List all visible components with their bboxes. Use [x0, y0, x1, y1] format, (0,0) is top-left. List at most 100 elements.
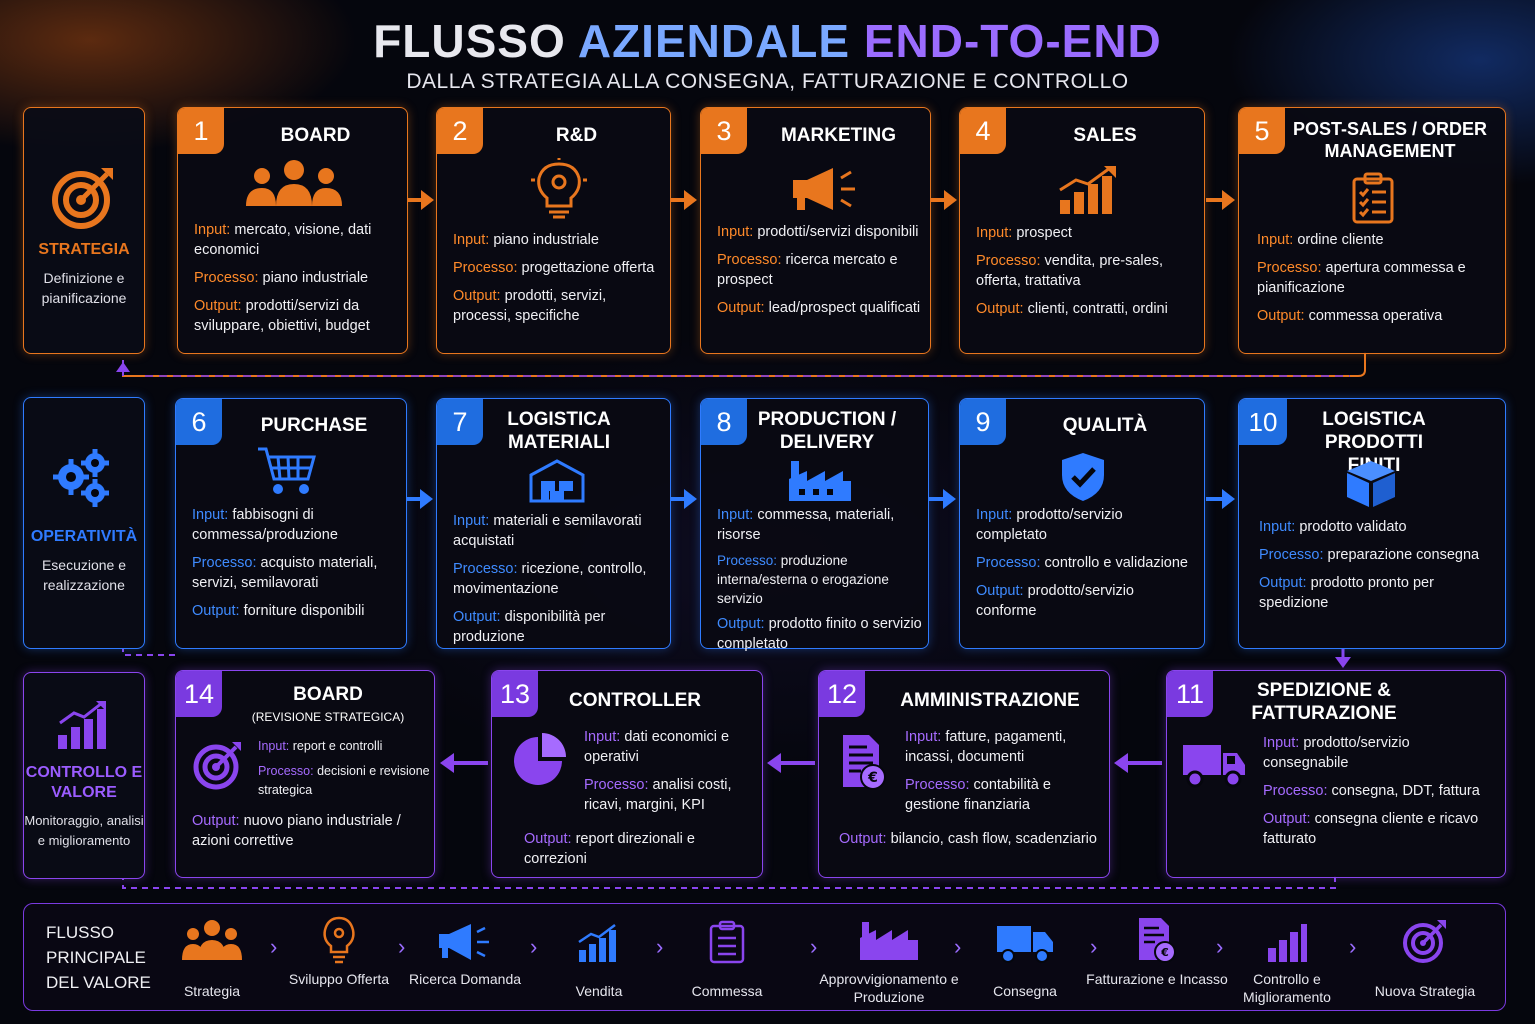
input-key: Input: — [584, 729, 621, 745]
process-value: preparazione consegna — [1327, 547, 1480, 563]
card-title: PURCHASE — [260, 415, 368, 436]
chevron-right-icon: › — [810, 934, 818, 959]
input-key: Input: — [905, 729, 942, 745]
process-value: decisioni e revisione strategica — [258, 764, 430, 797]
bar-chart-icon — [58, 701, 106, 749]
people-group-icon — [246, 160, 342, 206]
target-icon — [52, 168, 113, 229]
chevron-right-icon: › — [1090, 934, 1098, 959]
growth-chart-icon — [1059, 166, 1116, 214]
output-key: Output: — [976, 301, 1024, 317]
output-key: Output: — [192, 813, 240, 829]
output-value: disponibilità per produzione — [453, 609, 606, 645]
input-value: mercato, visione, dati economici — [194, 222, 372, 258]
process-key: Processo: — [453, 561, 518, 577]
card-number: 9 — [960, 399, 1006, 445]
side-desc-strategia: Definizione e pianificazione — [41, 270, 127, 306]
arrow-left-icon — [440, 753, 488, 773]
clipboard-checklist-icon — [709, 920, 745, 964]
card-8-production-delivery: 8 PRODUCTION / DELIVERY Input: commessa,… — [700, 398, 929, 652]
megaphone-icon — [793, 168, 855, 210]
card-title: BOARD (REVISIONE STRATEGICA) — [222, 683, 434, 729]
process-value: ricerca mercato e prospect — [717, 252, 898, 288]
card-9-qualita: 9 QUALITÀ Input: prodotto/servizio compl… — [959, 398, 1205, 649]
arrow-right-icon — [929, 489, 956, 509]
input-key: Input: — [1257, 232, 1294, 248]
output-value: report direzionali e correzioni — [524, 831, 695, 867]
arrow-right-icon — [1206, 489, 1235, 509]
input-key: Input: — [717, 507, 754, 523]
gears-icon — [53, 449, 109, 507]
process-value: controllo e validazione — [1044, 555, 1188, 571]
card-title: LOGISTICA MATERIALI — [507, 409, 611, 453]
arrow-right-icon — [407, 190, 434, 210]
process-value: piano industriale — [262, 270, 369, 286]
output-value: prodotti/servizi da sviluppare, obiettiv… — [194, 298, 370, 334]
bar-chart-icon — [1268, 924, 1307, 962]
arrow-left-icon — [1114, 753, 1162, 773]
card-title: SALES — [1073, 125, 1137, 146]
process-value: consegna, DDT, fattura — [1331, 783, 1480, 799]
input-key: Input: — [453, 232, 490, 248]
factory-icon — [789, 461, 851, 501]
output-key: Output: — [717, 616, 765, 632]
flow-step-label: Commessa — [691, 983, 763, 999]
card-number: 2 — [437, 108, 483, 154]
output-value: prodotto/servizio conforme — [976, 583, 1134, 619]
chevron-right-icon: › — [1216, 934, 1224, 959]
megaphone-icon — [439, 924, 489, 960]
input-value: prodotto/servizio completato — [976, 507, 1123, 543]
process-key: Processo: — [717, 553, 778, 568]
input-key: Input: — [1263, 735, 1300, 751]
title-part-3: END-TO-END — [863, 15, 1162, 67]
card-number: 14 — [176, 671, 222, 717]
title-part-1: FLUSSO — [373, 15, 578, 67]
svg-text:€: € — [1160, 946, 1169, 959]
card-title: PRODUCTION / DELIVERY — [757, 409, 897, 453]
input-value: prodotto/servizio consegnabile — [1263, 735, 1410, 771]
card-12-amministrazione: 12 AMMINISTRAZIONE € Input: fatture, pag… — [818, 670, 1110, 878]
process-key: Processo: — [976, 253, 1041, 269]
card-2-rd: 2 R&D Input: piano industriale Processo:… — [436, 107, 671, 354]
output-value: bilancio, cash flow, scadenziario — [890, 831, 1097, 847]
svg-text:€: € — [867, 770, 878, 786]
chevron-right-icon: › — [530, 934, 538, 959]
card-number: 7 — [437, 399, 483, 445]
lightbulb-icon — [531, 158, 587, 219]
output-value: prodotto pronto per spedizione — [1259, 575, 1434, 611]
process-value: ricezione, controllo, movimentazione — [453, 561, 647, 597]
process-key: Processo: — [976, 555, 1041, 571]
card-number: 5 — [1239, 108, 1285, 154]
card-7-logistica-materiali: 7 LOGISTICA MATERIALI Input: materiali e… — [436, 398, 671, 649]
card-number: 13 — [492, 671, 538, 717]
page-title: FLUSSO AZIENDALE END-TO-END — [0, 14, 1535, 68]
flow-step-label: Strategia — [183, 983, 241, 999]
card-title: POST-SALES / ORDER MANAGEMENT — [1292, 119, 1488, 161]
process-key: Processo: — [258, 764, 314, 778]
output-value: clienti, contratti, ordini — [1027, 301, 1168, 317]
side-operativita: OPERATIVITÀ Esecuzione e realizzazione — [23, 397, 145, 649]
output-key: Output: — [1259, 575, 1307, 591]
card-title: R&D — [555, 125, 598, 146]
input-value: commessa, materiali, risorse — [717, 507, 895, 543]
side-label-strategia: STRATEGIA — [38, 241, 130, 258]
input-key: Input: — [976, 507, 1013, 523]
input-key: Input: — [453, 513, 490, 529]
flow-step-approvvigionamento: Approvvigionamento e Produzione — [799, 912, 979, 1005]
invoice-euro-icon: € — [1139, 918, 1176, 963]
card-4-sales: 4 SALES Input: prospect Processo: vendit… — [959, 107, 1205, 354]
target-icon — [193, 742, 241, 790]
side-strategia: STRATEGIA Definizione e pianificazione — [23, 107, 145, 354]
output-key: Output: — [192, 603, 240, 619]
clipboard-checklist-icon — [1352, 172, 1394, 224]
card-number: 10 — [1239, 399, 1287, 445]
output-key: Output: — [1257, 308, 1305, 324]
output-key: Output: — [976, 583, 1024, 599]
flow-step-sviluppo-offerta: Sviluppo Offerta — [264, 912, 414, 987]
arrow-right-icon — [1206, 190, 1235, 210]
growth-chart-icon — [578, 924, 616, 962]
side-controllo: CONTROLLO E VALORE Monitoraggio, analisi… — [23, 672, 145, 879]
invoice-euro-icon: € — [843, 735, 886, 790]
process-key: Processo: — [1257, 260, 1322, 276]
lightbulb-icon — [323, 916, 355, 964]
